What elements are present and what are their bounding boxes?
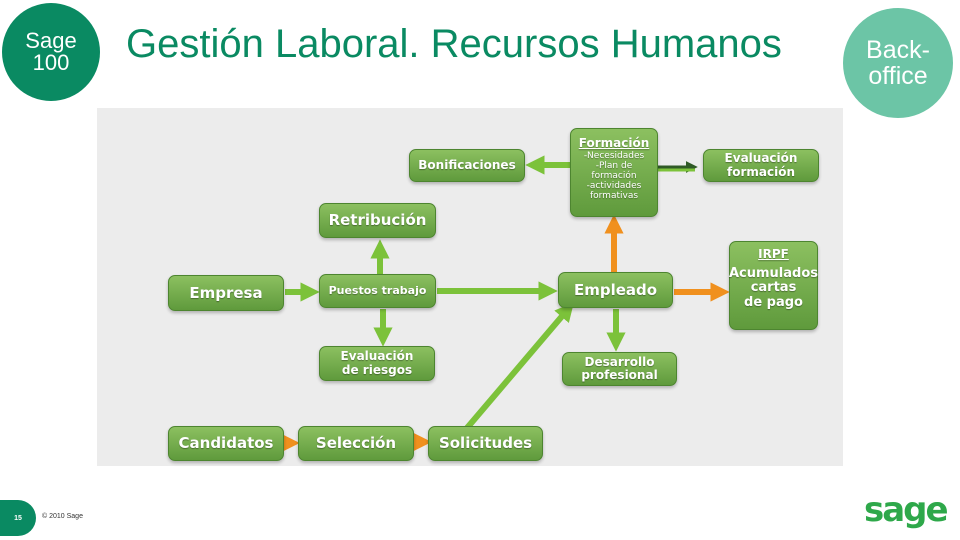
node-solicitudes: Solicitudes [428,426,543,461]
node-puestos-trabajo: Puestos trabajo [319,274,436,308]
copyright-text: © 2010 Sage [42,513,83,520]
node-puestos-label: Puestos trabajo [328,283,427,297]
node-formacion-title: Formación [578,136,650,150]
arrow-solicitudes-empleado [464,302,574,430]
page-title: Gestión Laboral. Recursos Humanos [126,22,782,66]
node-seleccion: Selección [298,426,414,461]
node-evaluacion-riesgos-l2: de riesgos [341,362,413,377]
node-evaluacion-formacion: Evaluación formación [703,149,819,182]
node-irpf-l2: cartas [750,280,797,296]
node-bonificaciones-label: Bonificaciones [418,157,516,172]
node-evaluacion-riesgos-l1: Evaluación [340,349,414,364]
node-retribucion: Retribución [319,203,436,238]
node-evaluacion-formacion-l1: Evaluación [724,151,798,166]
node-desarrollo-l1: Desarrollo [584,354,655,369]
node-formacion-l2: -Plan de [595,161,633,172]
node-empleado: Empleado [558,272,673,308]
node-desarrollo-profesional: Desarrollo profesional [562,352,677,386]
node-irpf: IRPF Acumulados cartas de pago [729,241,818,330]
node-bonificaciones: Bonificaciones [409,149,525,182]
badge-right-line1: Back- [866,36,930,64]
node-formacion-l1: -Necesidades [583,151,645,162]
node-retribucion-label: Retribución [328,211,427,230]
node-candidatos: Candidatos [168,426,284,461]
node-empleado-label: Empleado [573,280,658,299]
node-formacion-l5: formativas [589,190,639,201]
sage-100-badge: Sage 100 [2,3,100,101]
sage-logo: sage [864,490,949,530]
badge-right-line2: office [868,62,928,90]
node-candidatos-label: Candidatos [178,434,274,453]
node-formacion-l4: -actividades [586,180,642,191]
page-number: 15 [0,500,36,536]
badge-left-line2: 100 [32,50,70,75]
node-evaluacion-riesgos: Evaluación de riesgos [319,346,435,381]
node-irpf-l3: de pago [744,294,803,310]
node-solicitudes-label: Solicitudes [438,434,533,453]
node-empresa: Empresa [168,275,284,311]
back-office-badge: Back- office [843,8,953,118]
node-irpf-title: IRPF [758,247,789,261]
node-evaluacion-formacion-l2: formación [727,164,795,179]
badge-left-line1: Sage [25,28,77,53]
node-irpf-l1: Acumulados [728,266,819,282]
node-formacion: Formación -Necesidades -Plan de formació… [570,128,658,217]
node-empresa-label: Empresa [189,283,263,302]
node-seleccion-label: Selección [315,434,397,453]
node-desarrollo-l2: profesional [581,368,658,382]
node-formacion-l3: formación [591,170,637,181]
